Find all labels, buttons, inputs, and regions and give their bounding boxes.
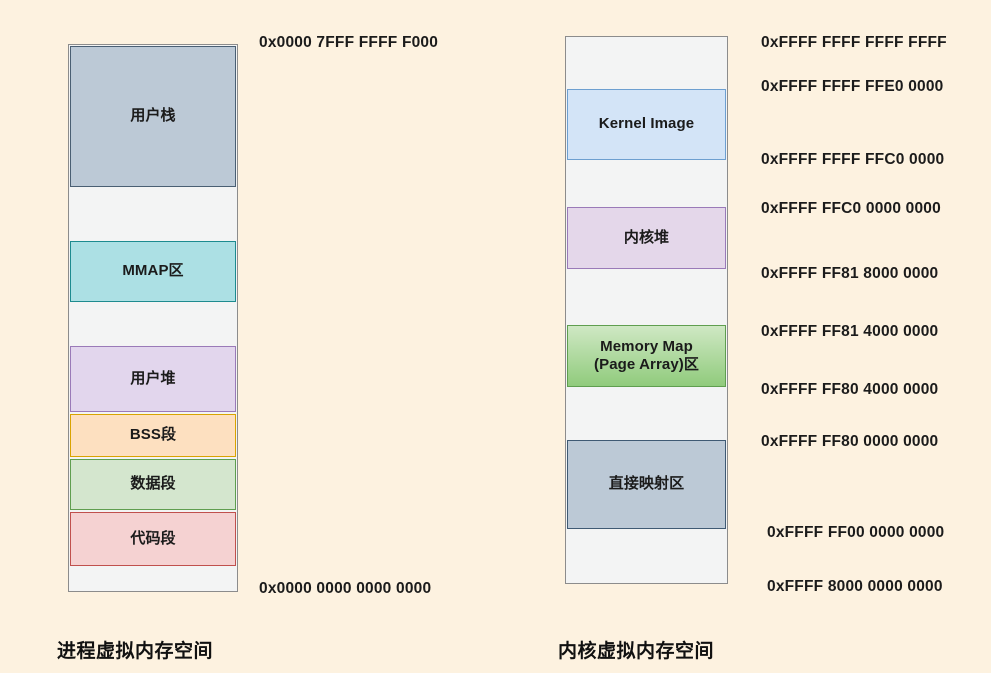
region-label: 直接映射区 [608, 475, 685, 493]
addr-ffff-ff80-4000-0000: 0xFFFF FF80 4000 0000 [761, 381, 939, 398]
addr-user-stack-top: 0x0000 7FFF FFFF F000 [259, 34, 439, 51]
region-gap-memmap-direct [567, 389, 726, 440]
region-label: 数据段 [130, 475, 176, 493]
addr-zero: 0x0000 0000 0000 0000 [259, 580, 432, 597]
region-label: BSS段 [129, 426, 177, 444]
region-user-heap: 用户堆 [70, 346, 236, 412]
region-label: 用户栈 [130, 107, 176, 125]
region-text-segment: 代码段 [70, 512, 236, 566]
region-gap-top [567, 38, 726, 89]
addr-ffff-ff81-8000-0000: 0xFFFF FF81 8000 0000 [761, 265, 939, 282]
region-label: Memory Map (Page Array)区 [594, 337, 699, 373]
region-bss-segment: BSS段 [70, 414, 236, 457]
addr-ffff-ffff-ffff-ffff: 0xFFFF FFFF FFFF FFFF [761, 34, 947, 51]
region-memory-map-page-array: Memory Map (Page Array)区 [567, 325, 726, 387]
addr-ffff-ffc0-0000-0000: 0xFFFF FFC0 0000 0000 [761, 200, 941, 217]
region-kernel-heap: 内核堆 [567, 207, 726, 269]
region-user-stack: 用户栈 [70, 46, 236, 187]
region-direct-mapping-area: 直接映射区 [567, 440, 726, 529]
addr-ffff-ffff-ffc0-0000: 0xFFFF FFFF FFC0 0000 [761, 151, 945, 168]
addr-ffff-ff80-0000-0000: 0xFFFF FF80 0000 0000 [761, 433, 939, 450]
region-label: Kernel Image [598, 115, 695, 133]
region-gap-image-heap [567, 162, 726, 207]
region-label: 代码段 [130, 529, 176, 547]
addr-ffff-ff81-4000-0000: 0xFFFF FF81 4000 0000 [761, 323, 939, 340]
region-label: MMAP区 [122, 262, 184, 280]
region-gap-bottom [567, 531, 726, 582]
region-gap-heap-memmap [567, 271, 726, 325]
region-gap-mmap-heap [70, 304, 236, 346]
region-kernel-image: Kernel Image [567, 89, 726, 160]
addr-ffff-ffff-ffe0-0000: 0xFFFF FFFF FFE0 0000 [761, 78, 944, 95]
region-label: 内核堆 [623, 228, 670, 246]
region-gap-bottom [70, 568, 236, 591]
region-label: 用户堆 [130, 369, 176, 387]
caption-kernel: 内核虚拟内存空间 [558, 641, 715, 662]
caption-process: 进程虚拟内存空间 [57, 641, 214, 662]
addr-ffff-ff00-0000-0000: 0xFFFF FF00 0000 0000 [767, 524, 945, 541]
region-mmap-area: MMAP区 [70, 241, 236, 302]
region-data-segment: 数据段 [70, 459, 236, 510]
region-gap-stack-mmap [70, 189, 236, 241]
addr-ffff-8000-0000-0000: 0xFFFF 8000 0000 0000 [767, 578, 943, 595]
